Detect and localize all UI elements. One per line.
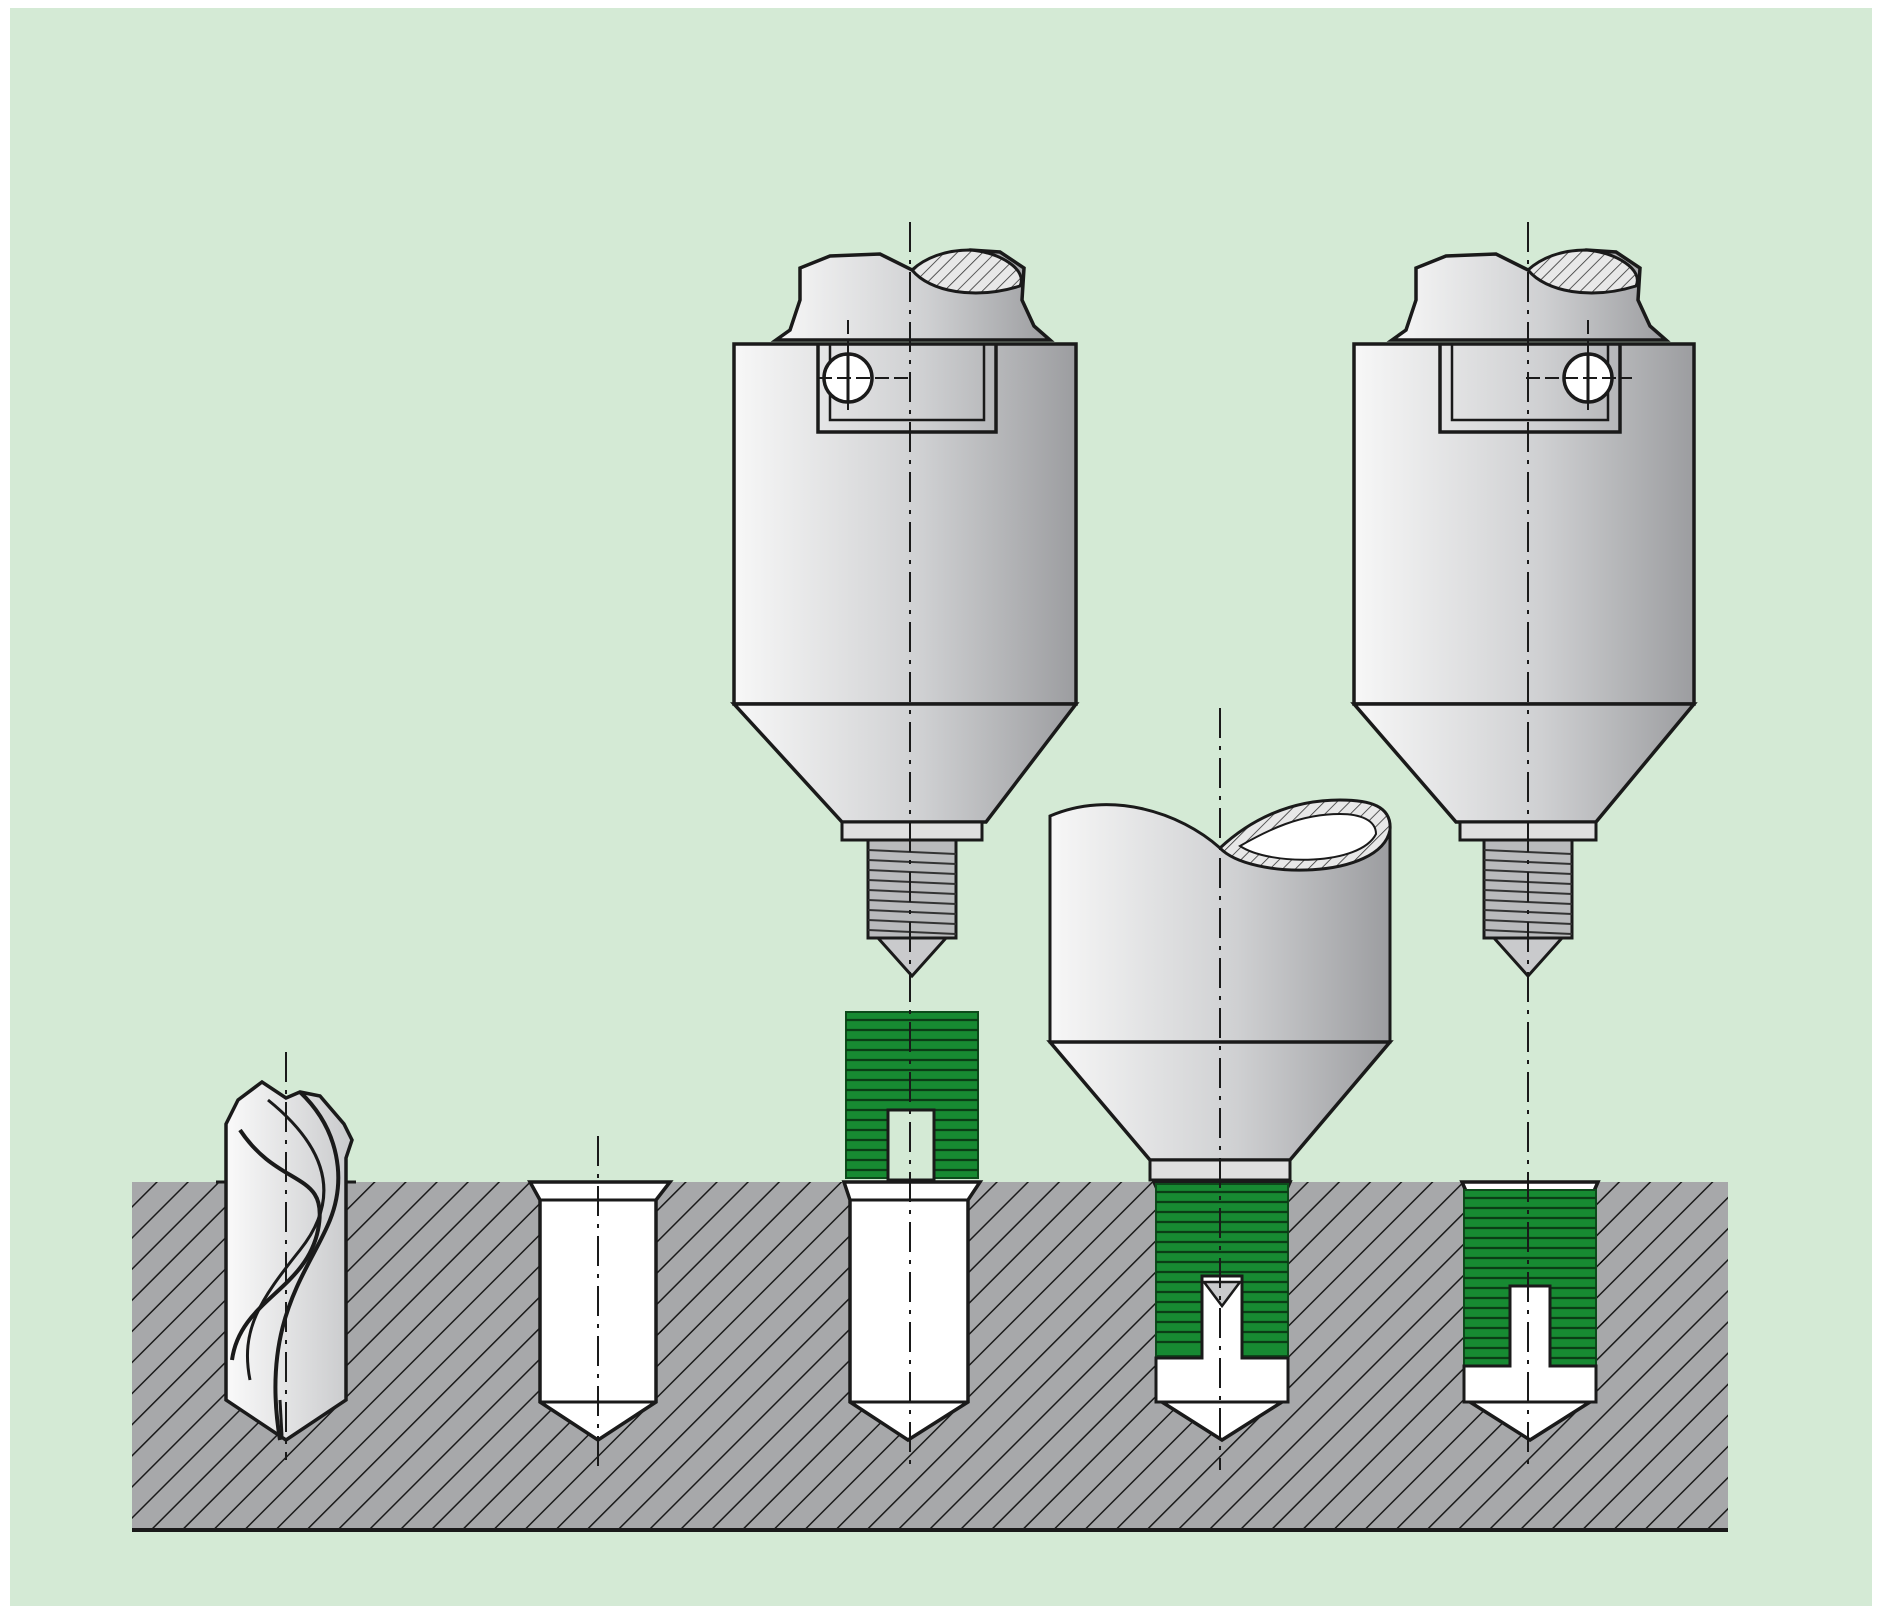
drilled-hole-icon: [527, 1136, 674, 1470]
prepared-hole-icon: [841, 1180, 984, 1443]
twist-drill-icon: [216, 1052, 356, 1460]
tool-head-right: [1350, 248, 1698, 979]
installing-tool-icon: [1046, 708, 1394, 1470]
tool-head-left: [730, 222, 1080, 1470]
installed-insert-icon: [1459, 222, 1601, 1470]
thread-insert-icon: [845, 1011, 979, 1182]
